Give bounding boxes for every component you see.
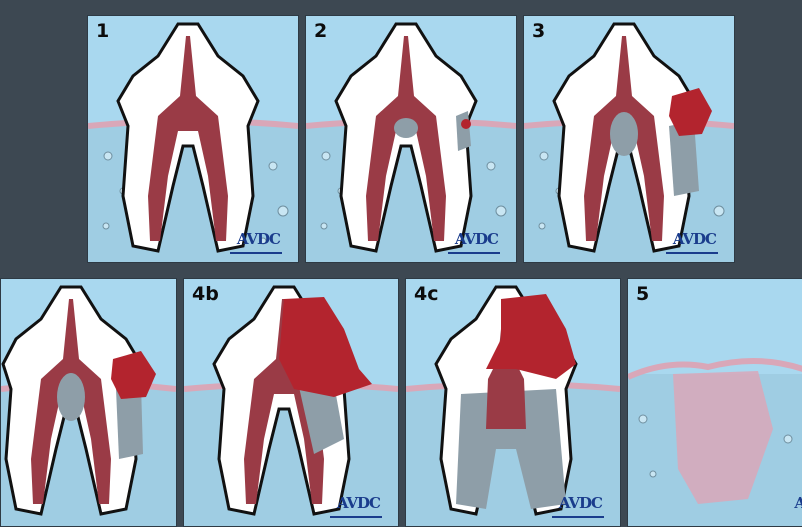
stage-4c-panel: 4c AVDC [405,278,621,527]
avdc-logo: AVDC [455,230,498,248]
stage-label: 3 [532,20,545,42]
stage-label: 4c [414,283,438,305]
stage-3-panel: 3 AVDC [523,15,735,263]
tooth-illustration [524,16,734,262]
stage-4a-panel [0,278,177,527]
logo-underline [230,252,282,254]
stage-label: 4b [192,283,219,305]
logo-underline [666,252,718,254]
logo-underline [552,516,604,518]
avdc-logo: AVDC [559,494,602,512]
avdc-logo: AVDC [673,230,716,248]
tooth-illustration [406,279,620,526]
logo-underline [330,516,382,518]
tooth-illustration [306,16,516,262]
avdc-logo: AVDC [337,494,380,512]
tooth-illustration [184,279,398,526]
tooth-illustration [88,16,298,262]
resorbed-root-illustration [628,279,802,526]
stage-5-panel: 5 A [627,278,802,527]
stage-label: 5 [636,283,649,305]
logo-underline [448,252,500,254]
stage-label: 1 [96,20,109,42]
tooth-illustration [1,279,176,526]
stage-label: 2 [314,20,327,42]
stage-2-panel: 2 AVDC [305,15,517,263]
avdc-logo: AVDC [237,230,280,248]
avdc-logo: A [794,494,802,512]
stage-1-panel: 1 AVDC [87,15,299,263]
stage-4b-panel: 4b AVDC [183,278,399,527]
